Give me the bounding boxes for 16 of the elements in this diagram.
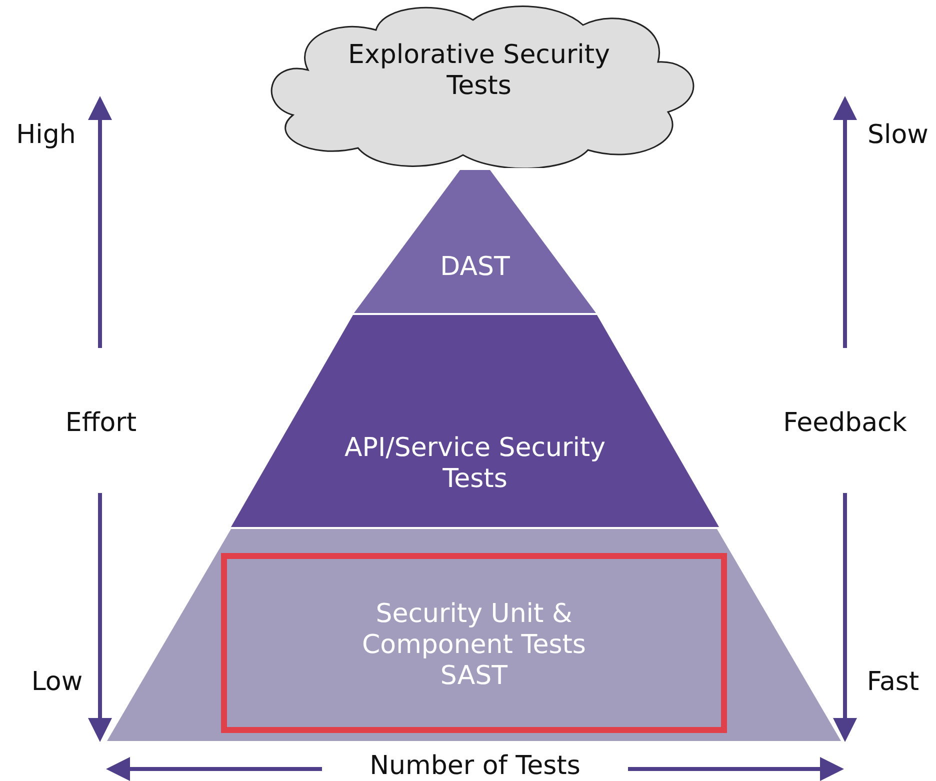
axis-label: Slow	[868, 120, 928, 150]
pyramid-tier	[107, 529, 841, 741]
axis-label: Fast	[866, 667, 920, 697]
tier-label: Explorative Security Tests	[347, 40, 611, 102]
tier-label: Security Unit & Component Tests	[361, 599, 587, 661]
tier-label: SAST	[439, 661, 509, 692]
pyramid-tier	[231, 315, 719, 527]
tier-label: DAST	[439, 252, 511, 283]
tier-label: API/Service Security Tests	[343, 433, 606, 495]
pyramid-tier	[354, 170, 596, 313]
highlight-frame	[221, 553, 727, 733]
axis-label: Feedback	[783, 408, 907, 438]
axis-label: Effort	[65, 408, 137, 438]
axis-label: Low	[31, 667, 83, 697]
axis-label: Number of Tests	[370, 751, 580, 781]
axis-label: High	[16, 120, 76, 150]
